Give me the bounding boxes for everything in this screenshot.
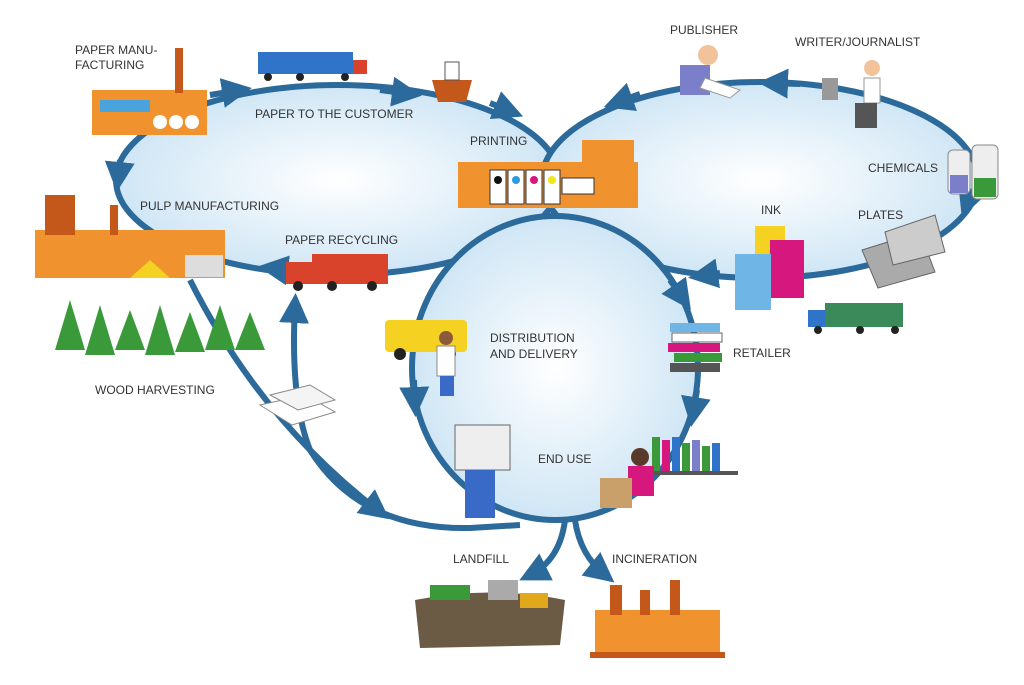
- ink-barrels-icon: [735, 226, 804, 310]
- label-wood-harvesting: WOOD HARVESTING: [95, 383, 215, 397]
- labels: PAPER MANU- FACTURING PAPER TO THE CUSTO…: [75, 23, 938, 566]
- chemicals-icon: [947, 144, 999, 200]
- paper-mill-icon: [92, 48, 207, 135]
- plates-icon: [861, 214, 946, 289]
- label-paper-recycling: PAPER RECYCLING: [285, 233, 398, 247]
- forest-icon: [55, 300, 265, 355]
- writer-icon: [822, 60, 881, 128]
- publisher-icon: [680, 45, 742, 99]
- label-distribution-1: DISTRIBUTION: [490, 331, 575, 345]
- label-distribution-2: AND DELIVERY: [490, 347, 578, 361]
- bookshelf-icon: [648, 437, 738, 475]
- label-incineration: INCINERATION: [612, 552, 697, 566]
- incinerator-icon: [590, 580, 725, 658]
- label-end-use: END USE: [538, 452, 591, 466]
- paper-stack-icon: [258, 384, 337, 426]
- label-writer: WRITER/JOURNALIST: [795, 35, 921, 49]
- label-landfill: LANDFILL: [453, 552, 509, 566]
- delivery-van-icon: [385, 320, 467, 396]
- flow-arrows: [104, 68, 987, 583]
- label-printing: PRINTING: [470, 134, 527, 148]
- label-pulp-manufacturing: PULP MANUFACTURING: [140, 199, 279, 213]
- label-chemicals: CHEMICALS: [868, 161, 938, 175]
- label-plates: PLATES: [858, 208, 903, 222]
- pulp-mill-icon: [35, 195, 225, 278]
- label-paper-to-customer: PAPER TO THE CUSTOMER: [255, 107, 414, 121]
- reader-icon: [454, 424, 654, 518]
- label-retailer: RETAILER: [733, 346, 791, 360]
- recycling-truck-icon: [286, 254, 388, 291]
- label-paper-manufacturing-2: FACTURING: [75, 58, 144, 72]
- label-publisher: PUBLISHER: [670, 23, 738, 37]
- landfill-icon: [415, 580, 565, 648]
- label-ink: INK: [761, 203, 781, 217]
- truck-icon: [258, 52, 367, 81]
- label-paper-manufacturing-1: PAPER MANU-: [75, 43, 157, 57]
- green-truck-icon: [808, 303, 903, 334]
- books-icon: [668, 323, 723, 372]
- ship-icon: [432, 61, 472, 102]
- printing-press-icon: [458, 140, 638, 208]
